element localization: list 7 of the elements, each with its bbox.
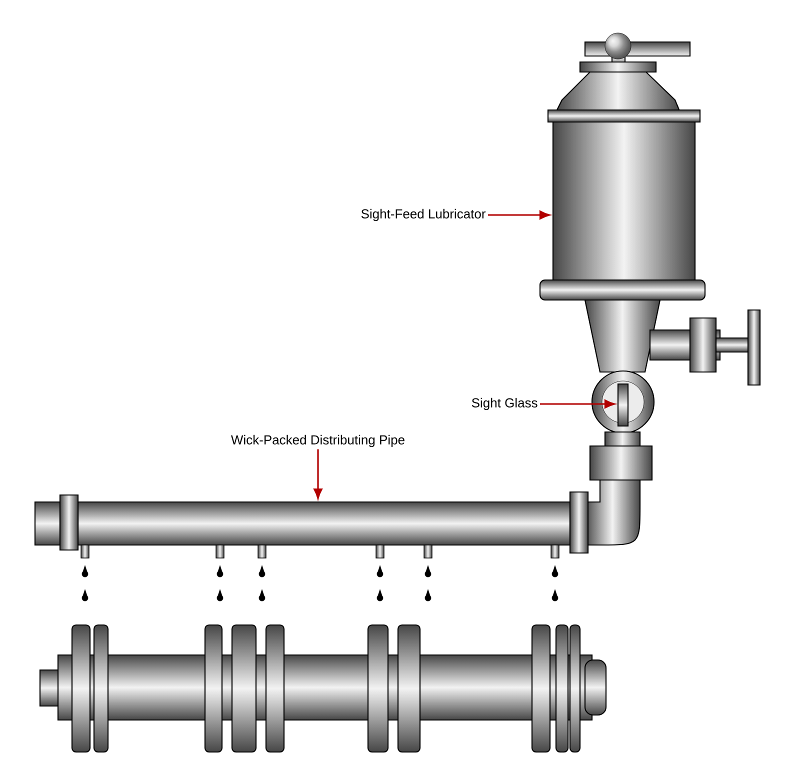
sight-glass-tube <box>617 383 629 427</box>
callout-label: Wick-Packed Distributing Pipe <box>231 434 404 448</box>
arrow <box>314 449 322 500</box>
arrow <box>488 210 550 220</box>
callout-label: Sight-Feed Lubricator <box>361 208 486 222</box>
arrow <box>540 400 616 408</box>
callout-label: Sight Glass <box>472 398 538 410</box>
